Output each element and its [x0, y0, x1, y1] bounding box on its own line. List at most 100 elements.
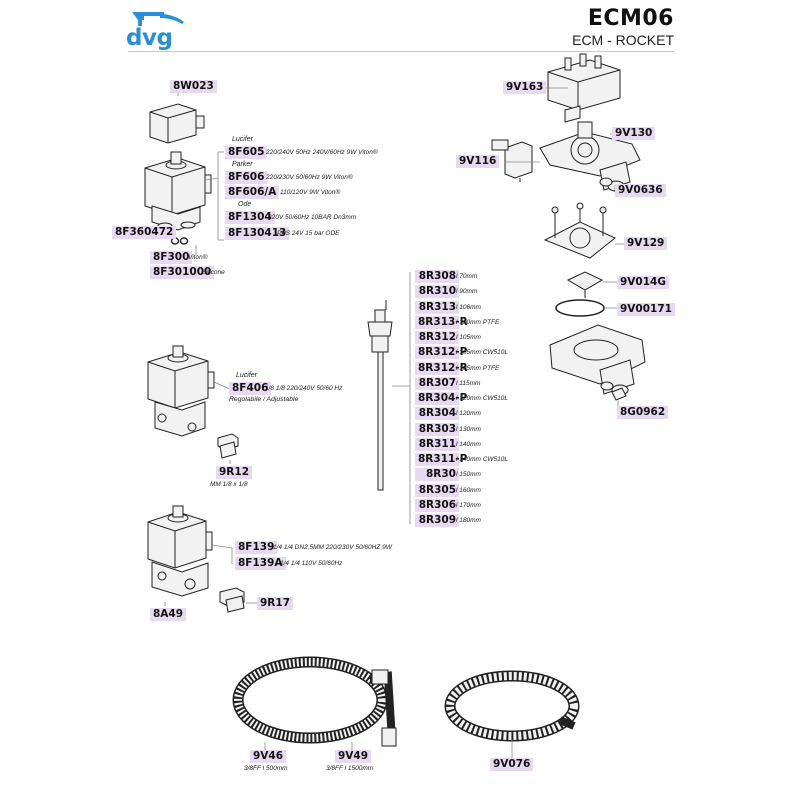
part-tag-9v116: 9V116 [456, 155, 500, 168]
brand-lucifer-2: Lucifer [236, 372, 258, 379]
part-tag-9v0636: 9V0636 [615, 184, 666, 197]
part-note-8f406-adjustable: Regolabile / Adjustable [229, 396, 299, 403]
dvg-logo [132, 12, 184, 26]
part-tag-8f360472: 8F360472 [112, 226, 177, 239]
brand-parker: Parker [232, 161, 253, 168]
probe-length-note: l 70mm [456, 273, 478, 280]
header-divider [128, 51, 674, 52]
part-tag-9v130: 9V130 [612, 127, 656, 140]
probe-code: 8R312 [415, 331, 459, 344]
solenoid-valve-8f139-drawing [147, 505, 213, 597]
part-note-9v46: 3/8FF l 500mm [244, 765, 288, 772]
probe-code: 8R313 [415, 301, 459, 314]
probe-code: 8R311-P [415, 453, 467, 466]
probe-code: 8R303 [415, 423, 459, 436]
probe-code: 8R307 [415, 377, 459, 390]
probe-code: 8R311 [415, 438, 459, 451]
part-tag-9v014g: 9V014G [617, 276, 669, 289]
probe-code: 8R304-P [415, 392, 467, 405]
part-note-9v49: 3/8FF l 1500mm [326, 765, 374, 772]
brand-ode: Ode [238, 201, 252, 208]
part-tag-8f406: 8F406 [229, 382, 272, 395]
part-tag-8f606a: 8F606/A [225, 186, 280, 199]
level-probe-drawing [367, 300, 393, 491]
plate-9v129-drawing [543, 202, 616, 259]
part-note-8f606a: 110/120V 9W Viton® [280, 189, 341, 196]
probe-length-note: l 120mm [456, 410, 481, 417]
connector-8w023-drawing [149, 103, 205, 144]
probe-code: 8R30 [415, 468, 459, 481]
spiral-hose-9v076-drawing [444, 670, 580, 742]
part-note-8f406: 1/8 1/8 220/240V 50/60 Hz [265, 385, 343, 392]
probe-length-note: l 150mm [456, 471, 481, 478]
part-note-8f300: Viton® [188, 254, 208, 261]
probe-length-note: l 180mm [456, 517, 481, 524]
oring-9v00171-drawing [555, 299, 605, 317]
probe-length-note: l 106mm [456, 304, 481, 311]
probe-code: 8R309 [415, 514, 459, 527]
part-tag-8f1304: 8F1304 [225, 211, 275, 224]
probe-code: 8R306 [415, 499, 459, 512]
probe-length-note: l 140mm CW510L [456, 456, 509, 463]
part-tag-9v49: 9V49 [335, 750, 372, 763]
solenoid-valve-8f605-drawing [144, 151, 212, 231]
part-note-8f301000: Silicone [202, 269, 225, 276]
part-note-8f130413: PPS 24V 15 bar ODE [277, 230, 340, 237]
page-subtitle: ECM - ROCKET [572, 32, 674, 48]
part-tag-9r12: 9R12 [216, 466, 253, 479]
probe-length-note: l 105mm PTFE [456, 365, 500, 372]
part-tag-8f606: 8F606 [225, 171, 268, 184]
part-tag-8f130413: 8F130413 [225, 227, 290, 240]
part-note-9r12: MM 1/8 x 1/8 [210, 481, 248, 488]
part-tag-8f605: 8F605 [225, 146, 268, 159]
part-tag-8f139a: 8F139A [235, 557, 286, 570]
probe-length-note: l 130mm [456, 426, 481, 433]
part-tag-9v129: 9V129 [624, 237, 668, 250]
part-tag-8f300: 8F300 [150, 251, 193, 264]
probe-length-note: l 115mm [456, 380, 481, 387]
probe-code: 8R305 [415, 484, 459, 497]
braided-hose-9v46-drawing [232, 656, 397, 747]
fitting-9r12-drawing [217, 433, 239, 459]
part-8g0962-drawing [611, 387, 627, 401]
part-tag-9r17: 9R17 [257, 597, 294, 610]
part-note-8f1304: 220V 50/60Hz 10BAR Dn3mm [268, 214, 357, 221]
probe-length-note: l 140mm [456, 441, 481, 448]
probe-length-note: l 160mm [456, 487, 481, 494]
part-tag-9v46: 9V46 [250, 750, 287, 763]
probe-code: 8R313-R [415, 316, 468, 329]
part-note-8f139: 1/4 1/4 DN2,5MM 220/230V 50/60HZ 9W [273, 544, 392, 551]
probe-code: 8R312-P [415, 346, 467, 359]
solenoid-valve-8f406-drawing [147, 345, 215, 437]
heater-base-9v130-drawing [539, 121, 641, 192]
pressurestat-9v163-drawing [547, 53, 621, 123]
part-note-8f139a: 1/4 1/4 110V 50/60Hz [280, 560, 343, 567]
probe-length-note: l 170mm [456, 502, 481, 509]
component-9v116-drawing [491, 139, 533, 182]
part-tag-8a49: 8A49 [150, 608, 187, 621]
logo-text: dvg [126, 25, 173, 51]
probe-length-note: l 90mm [456, 288, 478, 295]
part-note-8f606: 220/230V 50/60Hz 9W Viton® [266, 174, 353, 181]
probe-code: 8R310 [415, 285, 459, 298]
probe-code: 8R308 [415, 270, 459, 283]
part-tag-8f139: 8F139 [235, 541, 278, 554]
part-tag-8g0962: 8G0962 [617, 406, 669, 419]
part-tag-9v163: 9V163 [503, 81, 547, 94]
page-code: ECM06 [587, 6, 674, 31]
group-body-drawing [549, 324, 646, 396]
part-9v014g-drawing [566, 271, 604, 298]
part-note-8f605: 220/240V 50Hz 240V/60Hz 9W Viton® [266, 149, 378, 156]
brand-lucifer: Lucifer [232, 136, 254, 143]
part-tag-9v076: 9V076 [490, 758, 534, 771]
part-tag-8w023: 8W023 [170, 80, 217, 93]
fitting-9r17-drawing [219, 587, 245, 613]
part-tag-9v00171: 9V00171 [617, 303, 675, 316]
probe-code: 8R304 [415, 407, 459, 420]
probe-length-note: l 105mm CW510L [456, 349, 509, 356]
probe-length-note: l 120mm CW510L [456, 395, 509, 402]
probe-code: 8R312-R [415, 362, 468, 375]
leader-lines [144, 86, 632, 758]
part-tag-8f301000: 8F301000 [150, 266, 215, 279]
